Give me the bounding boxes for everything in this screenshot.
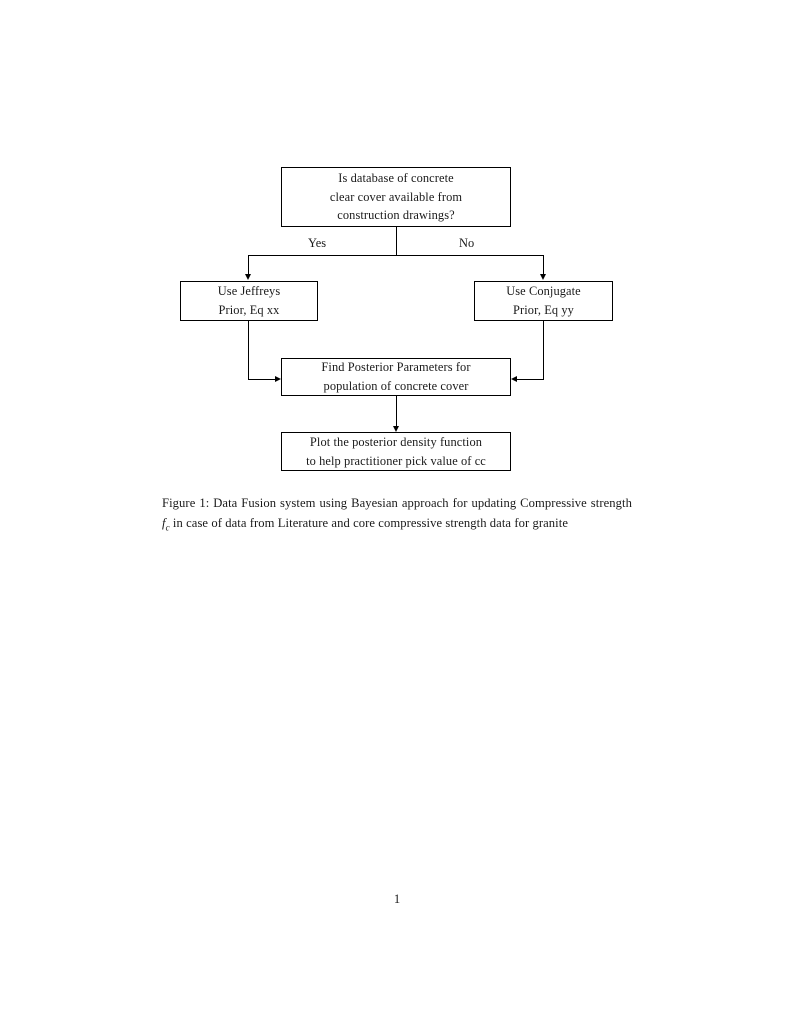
decision-box-line-2: clear cover available from bbox=[329, 189, 463, 204]
plot-posterior-line-1: Plot the posterior density function bbox=[309, 434, 483, 449]
connector-conjugate-down bbox=[542, 321, 544, 380]
plot-posterior-box: Plot the posterior density function to h… bbox=[281, 432, 511, 471]
connector-conjugate-across bbox=[517, 378, 544, 380]
conjugate-prior-box: Use Conjugate Prior, Eq yy bbox=[474, 281, 613, 321]
decision-box-line-1: Is database of concrete bbox=[338, 170, 454, 185]
arrowhead-into-jeffreys bbox=[244, 274, 251, 280]
figure-caption: Figure 1: Data Fusion system using Bayes… bbox=[162, 493, 632, 536]
branch-label-yes: Yes bbox=[308, 236, 327, 250]
connector-yes-drop bbox=[247, 254, 249, 275]
connector-posterior-to-plot bbox=[395, 396, 397, 426]
arrowhead-into-posterior-right bbox=[511, 375, 517, 382]
page-number: 1 bbox=[393, 892, 401, 906]
connector-jeffreys-down bbox=[247, 321, 249, 380]
conjugate-prior-line-1: Use Conjugate bbox=[506, 284, 581, 299]
jeffreys-prior-line-2: Prior, Eq xx bbox=[218, 303, 280, 317]
flowchart-figure: Is database of concrete clear cover avai… bbox=[0, 0, 794, 500]
decision-box: Is database of concrete clear cover avai… bbox=[281, 167, 511, 227]
math-symbol-f: f bbox=[162, 516, 166, 531]
branch-label-no: No bbox=[459, 236, 475, 250]
figure-caption-text-after: in case of data from Literature and core… bbox=[169, 516, 569, 531]
connector-split-bar bbox=[247, 254, 544, 256]
figure-caption-label: Figure 1: bbox=[162, 496, 210, 510]
arrowhead-into-plot bbox=[392, 425, 399, 432]
connector-jeffreys-across bbox=[247, 378, 275, 380]
figure-caption-math-symbol: fc bbox=[162, 516, 170, 533]
find-posterior-line-1: Find Posterior Parameters for bbox=[321, 360, 471, 375]
find-posterior-line-2: population of concrete cover bbox=[323, 379, 469, 393]
figure-caption-text-before: Data Fusion system using Bayesian approa… bbox=[209, 496, 632, 510]
connector-decision-stem bbox=[395, 227, 397, 255]
arrowhead-into-conjugate bbox=[539, 274, 546, 280]
conjugate-prior-line-2: Prior, Eq yy bbox=[513, 303, 574, 317]
connector-no-drop bbox=[542, 254, 544, 275]
arrowhead-into-posterior-left bbox=[274, 375, 281, 382]
jeffreys-prior-line-1: Use Jeffreys bbox=[217, 284, 281, 299]
find-posterior-box: Find Posterior Parameters for population… bbox=[281, 358, 511, 396]
decision-box-line-3: construction drawings? bbox=[337, 208, 455, 223]
jeffreys-prior-box: Use Jeffreys Prior, Eq xx bbox=[180, 281, 318, 321]
math-subscript-c: c bbox=[165, 522, 170, 533]
plot-posterior-line-2: to help practitioner pick value of cc bbox=[306, 453, 486, 468]
